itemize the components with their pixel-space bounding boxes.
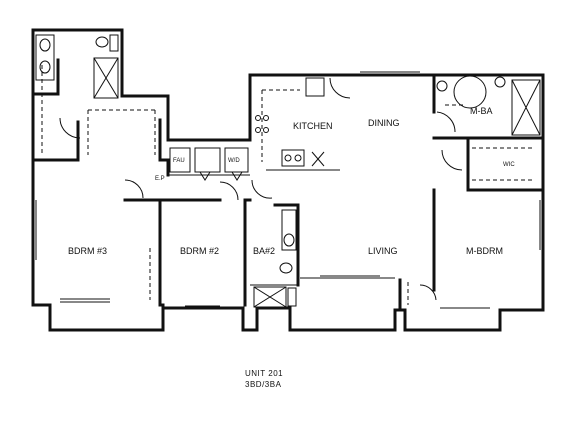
closet-lines [41,65,535,305]
label-bedroom-2: BDRM #2 [180,246,219,256]
label-wd: W/D [228,158,240,164]
windows [35,71,544,309]
label-bath-2: BA#2 [253,246,275,256]
interior-walls [31,58,545,312]
label-bedroom-3: BDRM #3 [68,246,107,256]
room-labels: KITCHEN DINING M-BA WIC FAU W/D E.P BDRM… [68,106,515,256]
door-swings [124,77,463,301]
label-wic: WIC [503,162,515,168]
plan-caption: UNIT 201 3BD/3BA [245,369,283,389]
label-kitchen: KITCHEN [293,121,333,131]
caption-type: 3BD/3BA [245,380,282,389]
label-ep: E.P [155,176,165,182]
fixtures [35,34,541,308]
label-master-bedroom: M-BDRM [466,246,503,256]
exterior-walls [31,28,545,332]
caption-unit: UNIT 201 [245,369,283,378]
label-master-bath: M-BA [470,106,493,116]
label-dining: DINING [368,118,400,128]
label-fau: FAU [173,158,185,164]
label-living: LIVING [368,246,398,256]
